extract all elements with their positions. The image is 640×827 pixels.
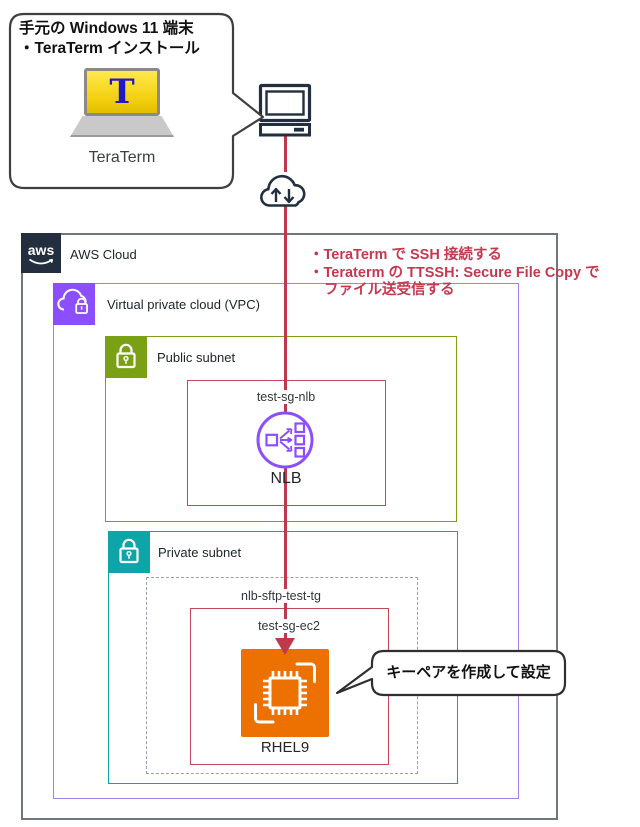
security-group-ec2-label: test-sg-ec2 [254,619,324,633]
connection-line-segment [284,468,287,640]
connection-line-segment [284,206,287,412]
connection-arrowhead-icon [275,638,295,655]
ec2-instance-icon [241,649,329,737]
public-subnet-label: Public subnet [157,350,236,365]
teraterm-laptop-keyboard-icon [70,116,174,137]
local-machine-callout-text: 手元の Windows 11 端末 ・TeraTerm インストール [19,19,200,59]
aws-cloud-box [21,233,558,820]
aws-cloud-label: AWS Cloud [70,247,137,262]
private-subnet-lock-icon [108,531,150,573]
nlb-icon [256,411,314,469]
teraterm-letter: T [109,72,135,112]
target-group-label: nlb-sftp-test-tg [237,589,325,603]
aws-logo-icon: aws [21,233,61,273]
ec2-node-label: RHEL9 [260,739,310,756]
nlb-node-label: NLB [270,470,302,487]
keypair-callout-text: キーペアを作成して設定 [386,664,551,681]
security-group-nlb-label: test-sg-nlb [252,390,320,404]
ssh-note-line: ファイル送受信する [324,282,455,298]
private-subnet-label: Private subnet [158,545,242,560]
callout-title-line: ・TeraTerm インストール [19,40,200,57]
security-group-nlb-box [187,380,386,506]
internet-cloud-icon [260,174,306,207]
callout-title-line: 手元の Windows 11 端末 [19,20,194,37]
public-subnet-box [105,336,457,522]
ssh-note-line: ・TeraTerm で SSH 接続する [309,247,502,263]
ssh-connection-notes: ・TeraTerm で SSH 接続する ・Teraterm の TTSSH: … [309,247,600,300]
aws-logo-text: aws [28,242,55,258]
ssh-note-line: ・Teraterm の TTSSH: Secure File Copy で [309,264,600,281]
connection-line-segment [284,136,287,172]
vpc-label: Virtual private cloud (VPC) [107,297,260,312]
teraterm-app-label: TeraTerm [88,149,156,166]
desktop-computer-icon [258,83,312,137]
teraterm-app-icon: T [84,68,160,116]
public-subnet-lock-icon [105,336,147,378]
vpc-icon [53,283,95,325]
